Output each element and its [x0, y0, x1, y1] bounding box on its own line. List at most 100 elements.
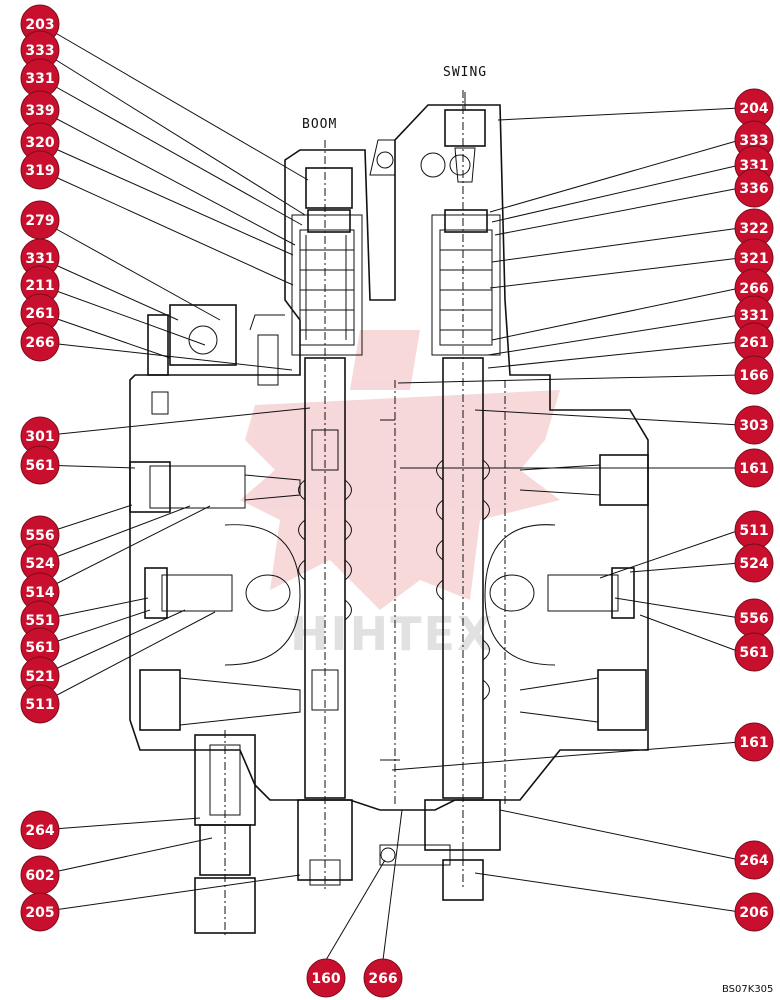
svg-text:264: 264 — [25, 823, 54, 839]
svg-text:511: 511 — [25, 697, 54, 713]
callout-left-561-b: 561 — [20, 627, 60, 667]
svg-text:602: 602 — [25, 868, 54, 884]
svg-text:279: 279 — [25, 213, 54, 229]
callout-left-279: 279 — [20, 200, 60, 240]
center-body — [379, 380, 506, 866]
callout-right-264: 264 — [734, 840, 774, 880]
svg-text:524: 524 — [739, 556, 768, 572]
callout-right-166: 166 — [734, 355, 774, 395]
svg-text:524: 524 — [25, 556, 54, 572]
svg-text:331: 331 — [25, 71, 54, 87]
callout-left-514: 514 — [20, 572, 60, 612]
svg-text:331: 331 — [25, 251, 54, 267]
callout-right-204: 204 — [734, 88, 774, 128]
callout-left-561: 561 — [20, 445, 60, 485]
callout-left-521: 521 — [20, 656, 60, 696]
svg-text:561: 561 — [25, 640, 54, 656]
svg-text:331: 331 — [739, 308, 768, 324]
left-upper-port — [129, 461, 301, 513]
callout-left-524: 524 — [20, 543, 60, 583]
callout-left-556: 556 — [20, 515, 60, 555]
callout-right-556: 556 — [734, 598, 774, 638]
callout-right-511: 511 — [734, 510, 774, 550]
svg-text:556: 556 — [739, 611, 768, 627]
svg-text:319: 319 — [25, 163, 54, 179]
callout-right-261: 261 — [734, 322, 774, 362]
callout-right-161-b: 161 — [734, 722, 774, 762]
svg-text:266: 266 — [368, 971, 397, 987]
svg-text:166: 166 — [739, 368, 768, 384]
svg-text:322: 322 — [739, 221, 768, 237]
callout-left-264: 264 — [20, 810, 60, 850]
svg-text:320: 320 — [25, 135, 54, 151]
svg-text:264: 264 — [739, 853, 768, 869]
left-lower-port — [139, 669, 301, 731]
swing-section-label: SWING — [443, 65, 487, 80]
callout-right-561: 561 — [734, 632, 774, 672]
callout-left-602: 602 — [20, 855, 60, 895]
callout-left-339: 339 — [20, 90, 60, 130]
svg-text:511: 511 — [739, 523, 768, 539]
svg-text:301: 301 — [25, 429, 54, 445]
callout-right-161: 161 — [734, 448, 774, 488]
swing-spool — [424, 90, 501, 901]
svg-text:321: 321 — [739, 251, 768, 267]
svg-text:266: 266 — [739, 281, 768, 297]
svg-text:561: 561 — [739, 645, 768, 661]
boom-spool — [297, 140, 353, 890]
top-left-fitting — [147, 304, 279, 415]
svg-text:561: 561 — [25, 458, 54, 474]
callout-left-211: 211 — [20, 265, 60, 305]
callout-left-266: 266 — [20, 322, 60, 362]
callout-right-331-b: 331 — [734, 295, 774, 335]
svg-text:161: 161 — [739, 461, 768, 477]
callout-left-333: 333 — [20, 30, 60, 70]
left-relief-valve — [144, 524, 301, 666]
callout-right-266: 266 — [734, 268, 774, 308]
valve-housing — [129, 104, 649, 811]
watermark-logo — [240, 330, 560, 610]
svg-text:336: 336 — [739, 181, 768, 197]
boom-section-label: BOOM — [302, 117, 337, 132]
bottom-left-valve — [194, 730, 256, 935]
svg-text:261: 261 — [739, 335, 768, 351]
svg-text:514: 514 — [25, 585, 54, 601]
svg-text:521: 521 — [25, 669, 54, 685]
callout-left-205: 205 — [20, 892, 60, 932]
svg-text:339: 339 — [25, 103, 54, 119]
callout-right-206: 206 — [734, 892, 774, 932]
right-relief-valve — [484, 524, 635, 666]
callout-right-524: 524 — [734, 543, 774, 583]
svg-text:333: 333 — [739, 133, 768, 149]
svg-text:203: 203 — [25, 17, 54, 33]
svg-text:556: 556 — [25, 528, 54, 544]
svg-text:211: 211 — [25, 278, 54, 294]
drawing-reference-code: BS07K305 — [722, 984, 773, 995]
callout-left-319: 319 — [20, 150, 60, 190]
callout-right-322: 322 — [734, 208, 774, 248]
swing-cap — [431, 92, 501, 356]
svg-text:261: 261 — [25, 306, 54, 322]
svg-text:333: 333 — [25, 43, 54, 59]
callout-left-320: 320 — [20, 122, 60, 162]
callout-left-301: 301 — [20, 416, 60, 456]
svg-text:206: 206 — [739, 905, 768, 921]
svg-text:205: 205 — [25, 905, 54, 921]
leader-lines — [39, 23, 741, 961]
right-lower-port — [519, 669, 647, 731]
svg-text:303: 303 — [739, 418, 768, 434]
callout-right-336: 336 — [734, 168, 774, 208]
svg-text:266: 266 — [25, 335, 54, 351]
callout-bottom-266: 266 — [363, 958, 403, 998]
svg-text:160: 160 — [311, 971, 340, 987]
callout-right-303: 303 — [734, 405, 774, 445]
callout-left-551: 551 — [20, 600, 60, 640]
callout-left-511: 511 — [20, 684, 60, 724]
boom-cap — [291, 167, 363, 356]
svg-text:204: 204 — [739, 101, 768, 117]
svg-text:161: 161 — [739, 735, 768, 751]
svg-text:551: 551 — [25, 613, 54, 629]
callout-bottom-160: 160 — [306, 958, 346, 998]
callout-left-331-b: 331 — [20, 238, 60, 278]
